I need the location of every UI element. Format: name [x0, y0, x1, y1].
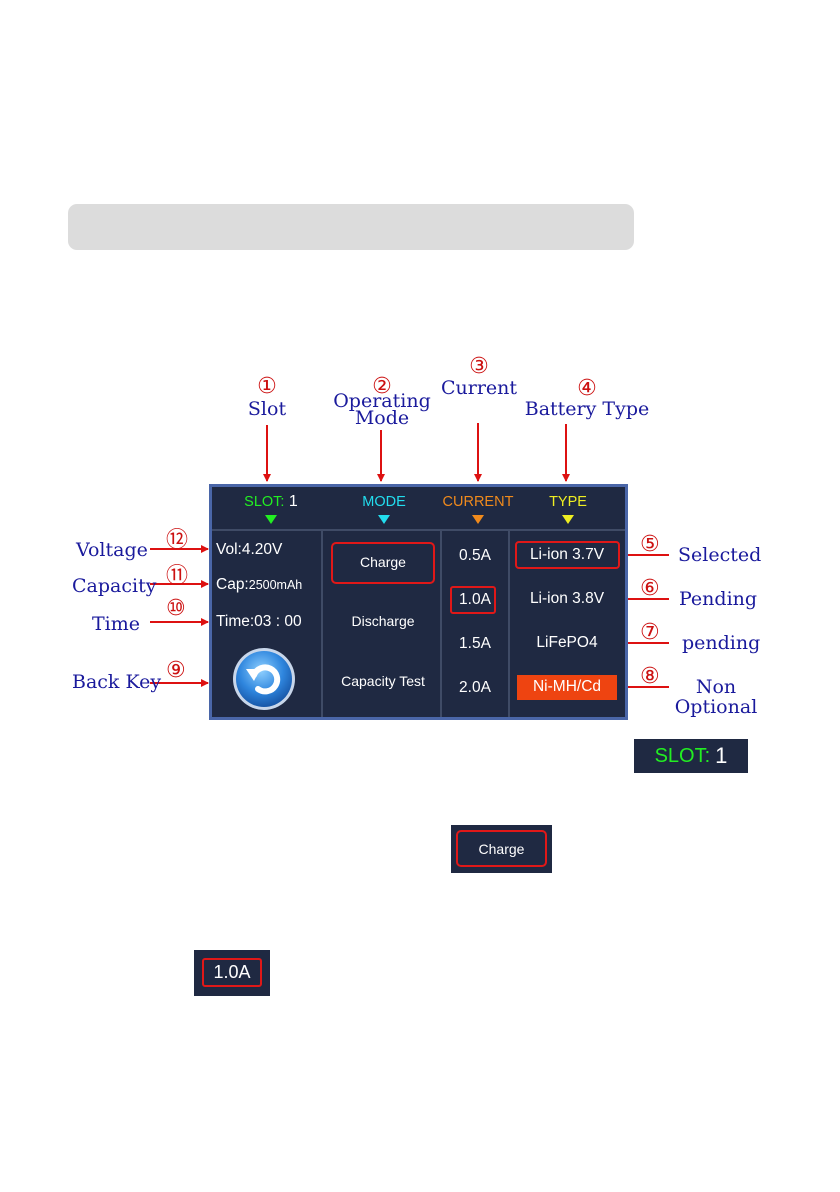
callout-non-optional: Non Optional: [668, 677, 764, 717]
header-current[interactable]: CURRENT: [438, 493, 518, 524]
capacity-value: 2500mAh: [248, 578, 303, 592]
current-label: CURRENT: [442, 494, 514, 510]
mode-option[interactable]: Discharge: [351, 613, 415, 629]
callout-label: Optional: [674, 696, 758, 718]
callout-slot: ① Slot: [244, 374, 290, 419]
slot-thumb-label: SLOT:: [654, 744, 711, 767]
current-thumb-box: [202, 958, 262, 987]
callout-label-voltage: Voltage: [76, 539, 148, 561]
callout-number: ⑩: [166, 596, 186, 621]
time-readout: Time:03 : 00: [216, 613, 302, 630]
header-divider: [212, 529, 625, 531]
capacity-prefix: Cap:: [216, 576, 249, 593]
current-option[interactable]: 1.0A: [459, 591, 491, 608]
callout-number: ⑦: [640, 620, 660, 645]
current-selection-box: [450, 586, 496, 614]
callout-number: ③: [469, 354, 489, 379]
back-arrow-icon: [233, 648, 295, 710]
capacity-readout: Cap:2500mAh: [216, 576, 302, 594]
current-option[interactable]: 0.5A: [459, 547, 491, 564]
mode-option[interactable]: Charge: [360, 554, 406, 570]
slot-thumb-value: 1: [715, 743, 728, 768]
voltage-readout: Vol:4.20V: [216, 541, 283, 558]
header-slot[interactable]: SLOT: 1: [240, 493, 302, 524]
type-option-non-optional: [517, 675, 617, 700]
mode-thumbnail: Charge: [451, 825, 552, 873]
type-label: TYPE: [549, 494, 587, 510]
current-marker-icon: [472, 515, 484, 524]
header-type[interactable]: TYPE: [538, 493, 598, 524]
current-option[interactable]: 2.0A: [459, 679, 491, 696]
column-divider: [508, 531, 510, 717]
callout-label: Mode: [354, 407, 410, 429]
mode-thumb-label: Charge: [478, 841, 525, 857]
slot-marker-icon: [265, 515, 277, 524]
mode-marker-icon: [378, 515, 390, 524]
callout-number: ④: [577, 376, 597, 401]
callout-label-back-key: Back Key: [72, 671, 162, 693]
callout-label-capacity: Capacity: [72, 575, 157, 597]
type-marker-icon: [562, 515, 574, 524]
header-mode[interactable]: MODE: [354, 493, 414, 524]
callout-label: Slot: [247, 398, 287, 420]
mode-selection-box: [331, 542, 435, 584]
slot-thumbnail: SLOT: 1: [634, 739, 748, 773]
mode-option[interactable]: Capacity Test: [341, 673, 425, 689]
callout-label-selected: Selected: [678, 544, 762, 566]
type-selection-box: [515, 541, 620, 569]
charger-screen: SLOT: 1 MODE CURRENT TYPE Vol:4.20V Cap:…: [209, 484, 628, 720]
slot-value: 1: [288, 493, 298, 510]
callout-type: ④ Battery Type: [516, 376, 658, 419]
mode-label: MODE: [362, 494, 406, 510]
type-option[interactable]: Li-ion 3.8V: [529, 590, 605, 607]
back-key-button[interactable]: [232, 647, 296, 711]
callout-label-pending: Pending: [679, 588, 758, 610]
type-option: Ni-MH/Cd: [532, 678, 602, 695]
type-option[interactable]: LiFePO4: [536, 634, 598, 651]
callout-number: ②: [372, 374, 392, 399]
slot-label: SLOT:: [244, 494, 285, 510]
column-divider: [321, 531, 323, 717]
callout-number: ①: [257, 374, 277, 399]
callout-number: ⑪: [166, 564, 189, 589]
callout-label-pending: pending: [682, 632, 761, 654]
callout-number: ⑥: [640, 576, 660, 601]
callout-label: Battery Type: [524, 398, 650, 420]
current-thumbnail: 1.0A: [194, 950, 270, 996]
callout-label: Non: [695, 676, 737, 698]
section-heading-bar: [68, 204, 634, 250]
column-divider: [440, 531, 442, 717]
callout-label-time: Time: [92, 613, 141, 635]
callout-number: ⑨: [166, 658, 186, 683]
type-option[interactable]: Li-ion 3.7V: [529, 546, 605, 563]
current-thumb-label: 1.0A: [213, 962, 251, 982]
callout-number: ⑫: [166, 528, 189, 553]
callout-number: ⑤: [640, 532, 660, 557]
callout-number: ⑧: [640, 664, 660, 689]
callout-label: Current: [440, 377, 518, 399]
current-option[interactable]: 1.5A: [459, 635, 491, 652]
callout-label: Operating: [333, 390, 431, 412]
callout-current: ③ Current: [438, 354, 520, 399]
callout-mode: ② Operating Mode: [330, 374, 434, 429]
mode-thumb-box: [456, 830, 547, 867]
